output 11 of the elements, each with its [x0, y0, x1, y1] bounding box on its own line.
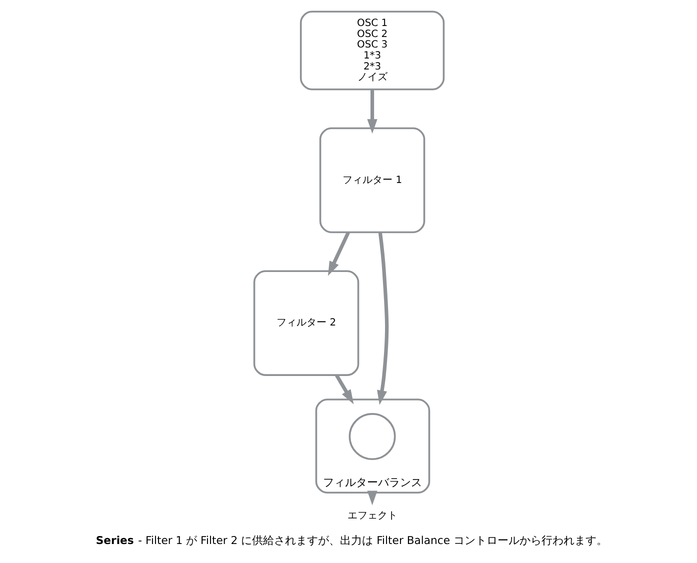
node-box: OSC 1 OSC 2 OSC 3 1*3 2*3 ノイズ [299, 10, 444, 90]
node-box: フィルター 2 [252, 270, 359, 376]
arrow [366, 89, 377, 134]
caption: Series - Filter 1 が Filter 2 に供給されますが、出力は Filter Balance コントロールから行われます。 [95, 534, 607, 547]
arrow [327, 232, 350, 276]
arrow [334, 374, 354, 404]
node-box: フィルター 1 [318, 127, 425, 234]
arrow [376, 232, 388, 405]
node-circle [348, 413, 396, 460]
cluster: フィルターバランス [314, 398, 430, 494]
node-text: エフェクト [346, 510, 397, 522]
